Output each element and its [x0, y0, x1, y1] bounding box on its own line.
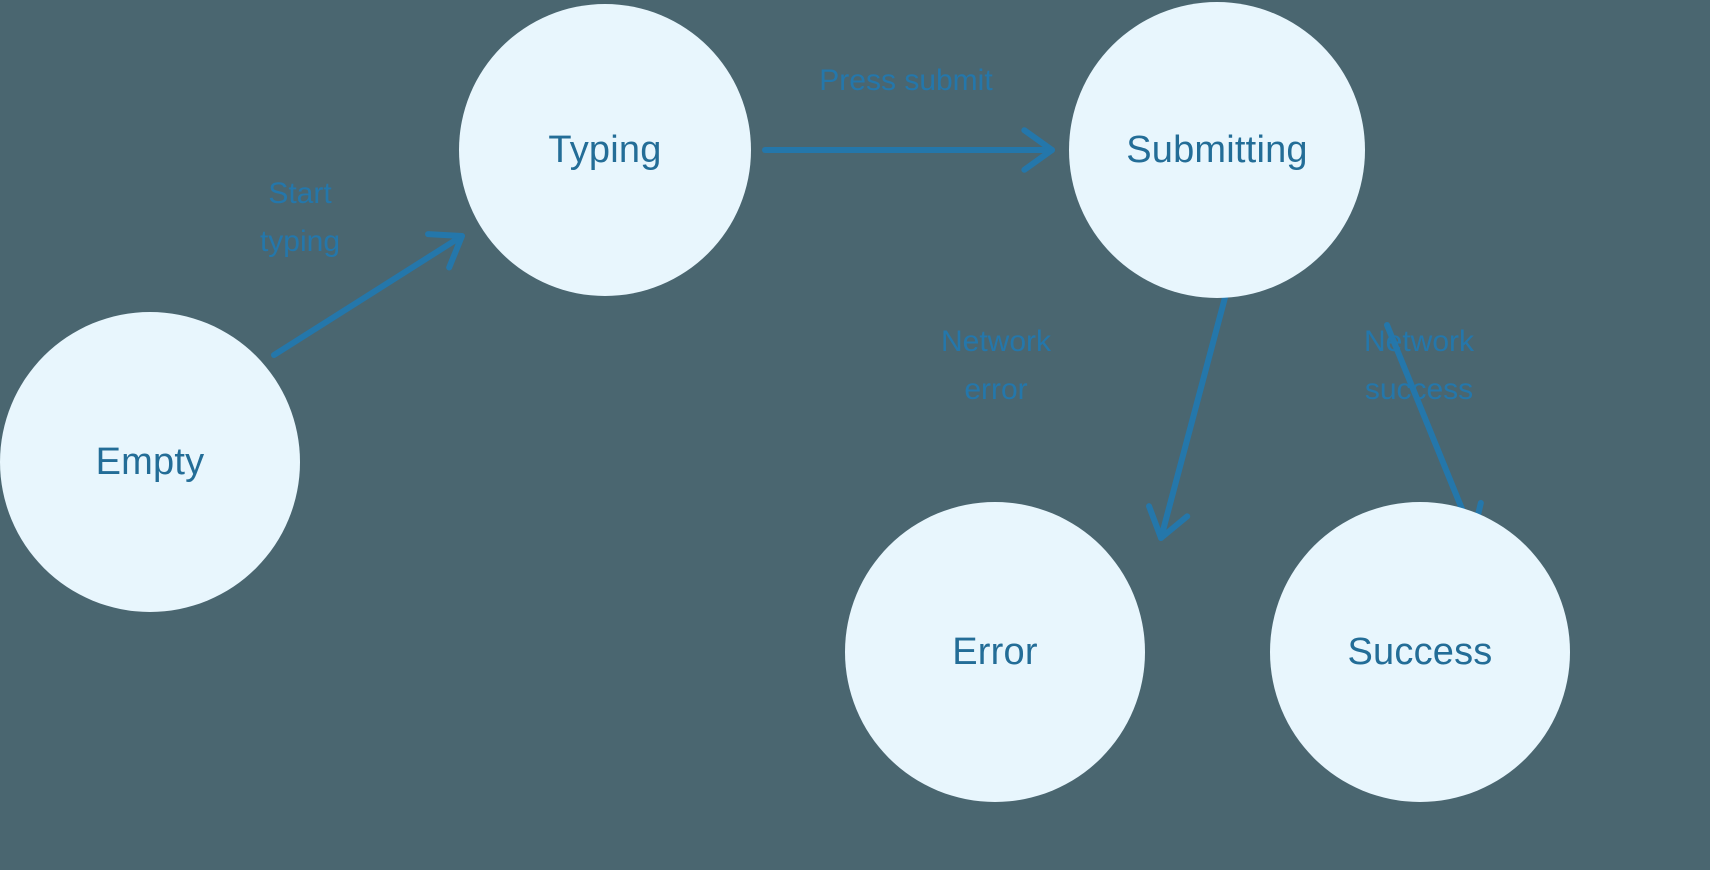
edge-arrowhead-typing-to-submitting [1021, 127, 1055, 173]
edge-line-empty-to-typing [271, 233, 465, 358]
node-success[interactable]: Success [1270, 502, 1570, 802]
node-error-label: Error [952, 630, 1038, 673]
node-submitting[interactable]: Submitting [1069, 2, 1365, 298]
edge-arrowhead-empty-to-typing [425, 231, 465, 271]
node-empty[interactable]: Empty [0, 312, 300, 612]
edge-label-start-typing: Start typing [259, 177, 341, 258]
node-submitting-label: Submitting [1126, 128, 1308, 171]
node-error[interactable]: Error [845, 502, 1145, 802]
node-typing[interactable]: Typing [459, 4, 751, 296]
edge-label-network-success: Network success [1363, 325, 1475, 406]
edge-arrowhead-submitting-to-error [1146, 503, 1191, 541]
node-success-label: Success [1347, 630, 1493, 673]
edge-line-submitting-to-error [1158, 287, 1230, 541]
edge-line-submitting-to-success [1384, 322, 1476, 539]
node-typing-label: Typing [548, 128, 662, 171]
node-empty-label: Empty [95, 440, 205, 483]
edge-label-press-submit: Press submit [819, 64, 993, 97]
edge-label-network-error: Network error [940, 325, 1052, 406]
